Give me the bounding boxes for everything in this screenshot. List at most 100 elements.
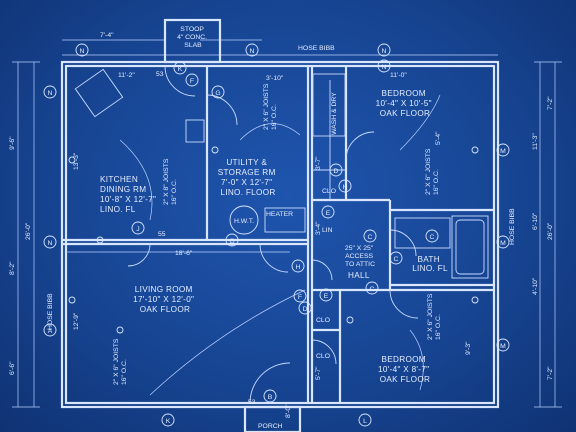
svg-text:H: H (296, 264, 301, 271)
bedroom-bottom-label: BEDROOM 10'-4" X 8'-7" OAK FLOOR (378, 355, 432, 384)
dim-kitchen-side: 13'-3" (73, 152, 80, 170)
joist-note-utility: 2" X 6" JOISTS 16" O.C. (263, 82, 278, 130)
circle-markers: K G N N N N N N M M M G C C C C D D E E … (43, 43, 510, 427)
closet-label-upper: CLO (322, 188, 336, 195)
bath-label: BATH LINO. FL (412, 255, 448, 273)
svg-text:D: D (303, 306, 308, 313)
svg-text:M: M (500, 240, 506, 247)
svg-text:F: F (190, 78, 194, 85)
dim-left-1: 9'-6" (9, 136, 16, 150)
svg-text:N: N (80, 48, 85, 55)
svg-text:G: G (215, 90, 220, 97)
dim-right-2: 4'-10" (532, 277, 539, 295)
dim-left-3: 6'-6" (9, 361, 16, 375)
water-heater-tank (229, 205, 259, 235)
hose-bibb-top-label: HOSE BIBB (298, 45, 335, 52)
dim-misc-1: 53 (156, 71, 164, 78)
hose-bibb-left-label: HOSE BIBB (47, 293, 54, 330)
dim-right-total: 26'-0" (547, 222, 554, 240)
marker-L (43, 323, 57, 337)
dim-right-inner-2: 6'-10" (532, 212, 539, 230)
marker-C-1 (363, 229, 377, 243)
svg-text:C: C (368, 234, 373, 241)
marker-G (211, 85, 225, 99)
dim-left-total: 26'-0" (25, 222, 32, 240)
porch-label: PORCH (258, 423, 283, 430)
marker-E-2 (321, 205, 335, 219)
dim-living-side: 12'-9" (73, 312, 80, 330)
linen-label: LIN (322, 227, 333, 234)
dim-kitchen-width: 11'-2" (118, 72, 135, 79)
marker-F-1 (185, 73, 199, 87)
dim-hall-width: 18'-6" (175, 250, 193, 257)
wiring-arcs (119, 94, 441, 396)
joist-note-bedroom-bottom: 2" X 6" JOISTS 16" O.C. (427, 292, 442, 340)
svg-text:N: N (48, 90, 53, 97)
dim-small-2: 3'-4" (315, 221, 322, 235)
dim-small-1: 5'-4" (435, 131, 442, 145)
svg-text:M: M (500, 343, 506, 350)
svg-text:M: M (500, 148, 506, 155)
marker-N-5 (43, 85, 57, 99)
svg-text:L: L (363, 418, 367, 425)
dim-bedroom-width: 11'-0" (390, 72, 407, 79)
dim-porch: 8'-0" (285, 404, 292, 418)
svg-text:J: J (136, 226, 139, 233)
dimension-lines (12, 39, 562, 408)
marker-K-2 (358, 413, 372, 427)
joist-note-living: 2" X 6" JOISTS 16" O.C. (113, 337, 128, 385)
stoop-label: STOOP 4" CONC. SLAB (177, 26, 209, 49)
door-swings (127, 65, 419, 404)
kitchen-label: KITCHEN DINING RM 10'-8" X 12'-7" LINO. … (100, 175, 159, 214)
stoop (163, 18, 222, 64)
marker-N-4 (377, 59, 391, 73)
svg-text:C: C (370, 286, 375, 293)
attic-access-label: 25" X 25" ACCESS TO ATTIC (345, 245, 375, 268)
porch (243, 405, 302, 432)
svg-text:A: A (48, 328, 53, 335)
closet-label-lower: CLO (316, 353, 330, 360)
svg-text:K: K (166, 418, 171, 425)
svg-text:K: K (178, 66, 183, 73)
marker-C-3 (365, 281, 379, 295)
dim-small-4: 5'-7" (315, 366, 322, 380)
svg-text:E: E (326, 210, 331, 217)
marker-D-2 (329, 163, 343, 177)
hwt-label: H.W.T. (234, 218, 254, 225)
dim-utility-width: 3'-10" (266, 75, 284, 82)
closet-label-middle: CLO (316, 317, 330, 324)
marker-M-3 (496, 338, 510, 352)
svg-text:H: H (343, 184, 348, 191)
svg-text:D: D (334, 168, 339, 175)
marker-F-2 (293, 289, 307, 303)
marker-C-2 (389, 251, 403, 265)
marker-G-2 (225, 233, 239, 247)
svg-text:N: N (382, 48, 387, 55)
dim-right-3: 7'-2" (547, 366, 554, 380)
marker-N-1 (75, 43, 89, 57)
svg-text:G: G (229, 238, 234, 245)
dim-right-1: 7'-2" (547, 96, 554, 110)
heater-label: HEATER (266, 211, 293, 218)
marker-B (173, 61, 187, 75)
dim-small-5: 9'-3" (465, 341, 472, 355)
svg-text:N: N (250, 48, 255, 55)
marker-N-3 (377, 43, 391, 57)
marker-N-2 (245, 43, 259, 57)
washer-dryer-label: WASH & DRY (331, 92, 338, 135)
marker-E-1 (319, 288, 333, 302)
hose-bibb-right-label: HOSE BIBB (509, 208, 516, 245)
marker-M-1 (496, 143, 510, 157)
hall-label: HALL (348, 271, 370, 280)
svg-text:N: N (48, 240, 53, 247)
dim-right-inner-1: 11'-3" (532, 133, 539, 150)
marker-H-2 (338, 179, 352, 193)
joist-note-bedroom-top: 2" X 6" JOISTS 16" O.C. (425, 147, 440, 195)
marker-C-4 (425, 229, 439, 243)
marker-M-2 (496, 235, 510, 249)
dim-small-3: 3'-7" (315, 156, 322, 170)
svg-text:C: C (430, 234, 435, 241)
marker-A (263, 389, 277, 403)
